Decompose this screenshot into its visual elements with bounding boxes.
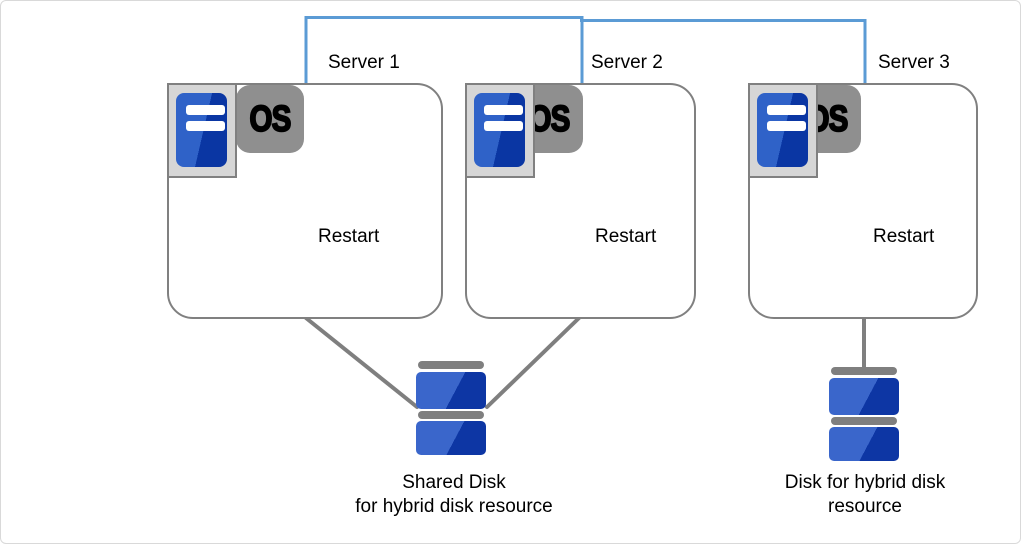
disk-cap [831, 417, 897, 425]
server-tower-glyph [176, 93, 227, 167]
os-text: OS [249, 97, 292, 140]
server1-box: OS Restart [167, 83, 443, 319]
server1-computer-icon [167, 83, 237, 178]
server3-box: OS Restart [748, 83, 978, 319]
tower-slot [186, 105, 225, 115]
disk-cap [418, 361, 484, 369]
shared-disk-label-line2: for hybrid disk resource [355, 496, 553, 517]
disk-platter [829, 427, 899, 461]
disk-cap [418, 411, 484, 419]
disk-cap [831, 367, 897, 375]
tower-slot [186, 121, 225, 131]
server-tower-glyph [757, 93, 808, 167]
tower-slot [484, 105, 523, 115]
disk-platter [416, 372, 486, 409]
shared-disk-icon [416, 361, 486, 455]
server2-computer-icon [465, 83, 535, 178]
hybrid-disk-label: Disk for hybrid disk resource [755, 471, 975, 519]
server2-restart-label: Restart [595, 226, 657, 247]
hybrid-disk-icon [829, 367, 899, 461]
server3-label: Server 3 [878, 52, 950, 73]
server-tower-glyph [474, 93, 525, 167]
interconnect-line-server2-server3 [580, 19, 867, 86]
disk-link-server2 [485, 316, 581, 409]
tower-slot [767, 105, 806, 115]
server3-computer-icon [748, 83, 818, 178]
disk-platter [416, 421, 486, 455]
hybrid-disk-label-line2: resource [828, 496, 902, 517]
hybrid-disk-label-line1: Disk for hybrid disk [784, 472, 946, 493]
server2-label: Server 2 [591, 52, 663, 73]
shared-disk-label: Shared Disk for hybrid disk resource [324, 471, 584, 519]
tower-slot [484, 121, 523, 131]
disk-link-server1 [304, 316, 419, 409]
interconnect-line-server1-server2 [304, 16, 584, 86]
server1-label: Server 1 [328, 52, 400, 73]
server2-box: OS Restart [465, 83, 696, 319]
disk-platter [829, 378, 899, 415]
shared-disk-label-line1: Shared Disk [402, 472, 506, 493]
server1-restart-label: Restart [318, 226, 380, 247]
server3-restart-label: Restart [873, 226, 935, 247]
tower-slot [767, 121, 806, 131]
server1-os-icon: OS [236, 85, 304, 153]
